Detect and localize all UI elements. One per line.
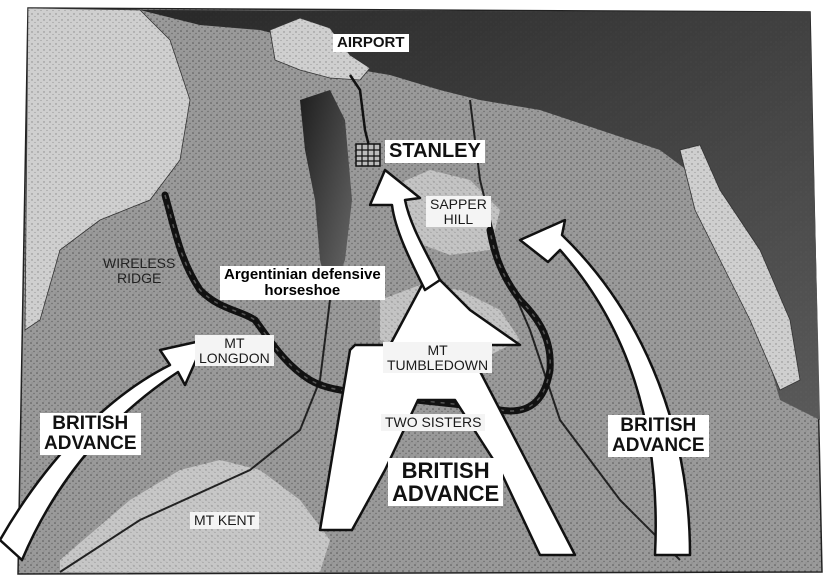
- british-advance-center-label: BRITISH ADVANCE: [388, 458, 504, 507]
- mt-tumbledown-label: MT TUMBLEDOWN: [383, 342, 493, 374]
- defensive-line-label: Argentinian defensive horseshoe: [220, 266, 385, 300]
- river-west: [59, 299, 331, 573]
- road: [348, 74, 372, 151]
- town-grid-icon: [355, 143, 381, 167]
- stanley-label: STANLEY: [385, 140, 485, 163]
- airport-peninsula: [269, 17, 371, 81]
- mt-kent-label: MT KENT: [190, 512, 260, 529]
- two-sisters-label: TWO SISTERS: [381, 414, 486, 431]
- airport-label: AIRPORT: [333, 34, 409, 52]
- river-east: [469, 99, 681, 561]
- mt-longdon-label: MT LONGDON: [195, 335, 274, 367]
- advance-arrow-icon: [368, 168, 442, 292]
- eastern-spit: [679, 144, 801, 391]
- west-headland: [24, 7, 191, 331]
- inlet-channel: [300, 90, 352, 300]
- sapper-hill-label: SAPPER HILL: [426, 196, 491, 228]
- wireless-ridge-label: WIRELESS RIDGE: [103, 255, 176, 286]
- british-advance-left-label: BRITISH ADVANCE: [40, 413, 141, 455]
- british-advance-right-label: BRITISH ADVANCE: [608, 415, 709, 457]
